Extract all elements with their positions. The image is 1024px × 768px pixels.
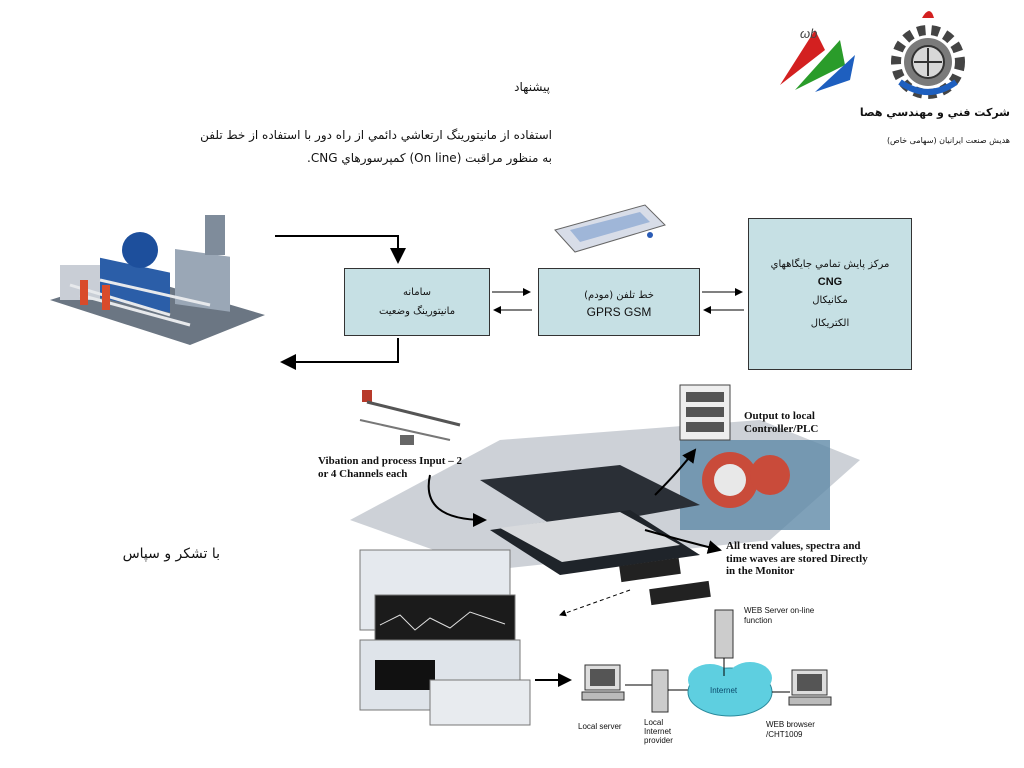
hesa-logo-graphic: ωb xyxy=(770,10,990,105)
svg-text:ωb: ωb xyxy=(800,26,817,41)
trend-values-label: All trend values, spectra and time waves… xyxy=(726,540,868,578)
flow-arrows xyxy=(275,235,744,370)
monitoring-system-box: سامانه مانيتورينگ وضعيت xyxy=(344,268,490,336)
cng-compressor-image xyxy=(40,205,270,355)
software-screens xyxy=(359,549,531,726)
local-server-label: Local server xyxy=(578,722,622,731)
monitoring-diagram xyxy=(350,384,860,726)
plc-unit xyxy=(679,384,731,441)
web-browser-label: WEB browser /CHT1009 xyxy=(766,720,815,739)
local-server-pc xyxy=(581,664,625,701)
center-box-line4: الکتريکال xyxy=(810,318,850,330)
thanks-text: با تشکر و سپاس xyxy=(122,546,220,562)
center-box-line1: مرکز پايش تمامي جايگاههاي xyxy=(770,258,890,270)
center-box-line2: CNG xyxy=(817,275,843,288)
web-browser-pc xyxy=(788,669,832,706)
modem-box: خط تلفن (مودم) GPRS GSM xyxy=(538,268,700,336)
web-server-label: WEB Server on-line function xyxy=(744,606,815,625)
internet-label: Internet xyxy=(710,686,738,695)
monitoring-box-line2: مانيتورينگ وضعيت xyxy=(378,306,456,317)
center-box-line3: مکانيکال xyxy=(812,295,848,307)
provider-tower xyxy=(651,669,669,713)
modem-box-line2: GPRS GSM xyxy=(586,304,652,319)
modem-device-image xyxy=(550,200,670,255)
machine-illustration xyxy=(680,440,830,530)
proposal-text: استفاده از مانيتورينگ ارتعاشي دائمي از ر… xyxy=(200,128,552,165)
vibration-input-label: Vibation and process Input – 2 or 4 Chan… xyxy=(318,455,462,480)
sensor-probes xyxy=(359,390,461,445)
monitor-device xyxy=(480,465,700,575)
company-name: شرکت فني و مهندسي هصا xyxy=(859,106,1010,119)
local-provider-label: Local Internet provider xyxy=(644,718,673,746)
internet-cloud xyxy=(687,662,773,717)
monitoring-box-line1: سامانه xyxy=(403,287,431,298)
page-heading: پيشنهاد xyxy=(514,80,550,94)
monitoring-center-box: مرکز پايش تمامي جايگاههاي CNG مکانيکال ا… xyxy=(748,218,912,370)
modem-box-line1: خط تلفن (مودم) xyxy=(584,289,654,301)
output-plc-label: Output to local Controller/PLC xyxy=(744,410,819,435)
company-subtitle: هديش صنعت ايرانيان (سهامی خاص) xyxy=(886,136,1010,145)
web-server-tower xyxy=(714,609,734,659)
